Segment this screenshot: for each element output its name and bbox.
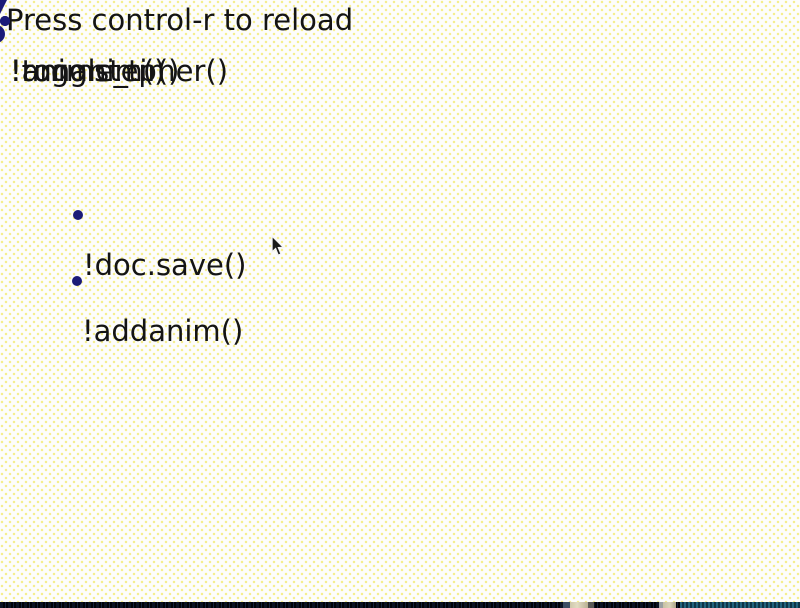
command-label[interactable]: !toggle_timer() <box>10 54 229 88</box>
bullet-dot-icon <box>72 276 82 286</box>
clipped-edge-glyph-dot <box>0 25 5 43</box>
taskbar-window-button[interactable] <box>663 602 676 608</box>
taskbar-clock-area[interactable] <box>680 602 800 608</box>
command-label[interactable]: !animstep() <box>10 54 180 88</box>
command-animstep[interactable]: !animstep() <box>0 0 179 105</box>
taskbar-segment <box>588 602 594 608</box>
clipped-edge-glyph-top <box>0 0 7 14</box>
taskbar-segment <box>563 602 570 608</box>
command-label[interactable]: !addanim() <box>82 314 244 348</box>
command-label[interactable]: !doc.save() <box>83 248 247 282</box>
mouse-cursor-icon <box>271 235 285 257</box>
bullet-dot-icon <box>0 16 10 26</box>
taskbar-segment <box>659 602 663 608</box>
page-title: Press control-r to reload <box>6 3 354 37</box>
taskbar-sliver <box>0 602 800 608</box>
command-label[interactable]: !runanim() <box>10 54 166 88</box>
taskbar-window-button[interactable] <box>570 602 588 608</box>
command-toggle-timer[interactable]: !toggle_timer() <box>0 0 228 105</box>
command-doc-save[interactable]: !doc.save() <box>73 194 246 299</box>
command-addanim[interactable]: !addanim() <box>72 260 243 365</box>
bullet-dot-icon <box>73 210 83 220</box>
